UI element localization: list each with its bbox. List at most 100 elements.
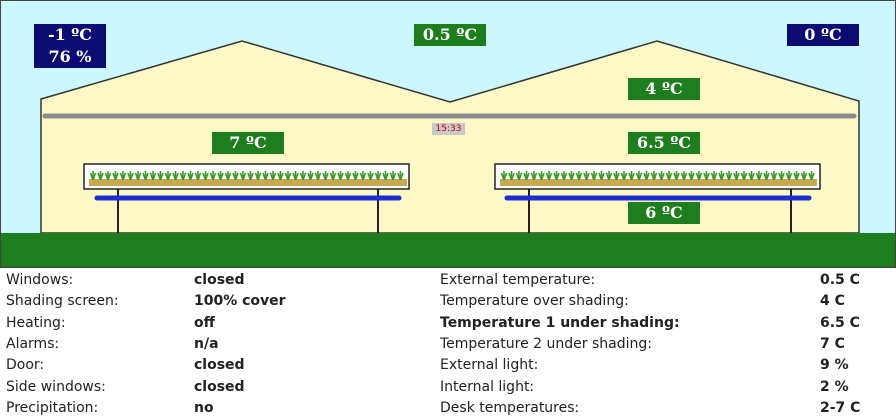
plant bbox=[247, 171, 254, 181]
plant bbox=[179, 171, 187, 181]
status-label: Temperature 2 under shading: bbox=[440, 335, 652, 352]
plant bbox=[808, 171, 815, 181]
left-bench-plants bbox=[89, 171, 404, 181]
plant bbox=[299, 171, 307, 181]
plant bbox=[269, 171, 277, 181]
plant bbox=[598, 171, 605, 181]
right-bench-plants bbox=[500, 171, 815, 181]
external-temp-label: 0.5 ºC bbox=[414, 24, 486, 46]
plant bbox=[733, 171, 740, 181]
plant bbox=[763, 171, 770, 181]
status-value: 2 % bbox=[820, 378, 849, 395]
plant bbox=[389, 171, 397, 181]
plant bbox=[568, 171, 575, 181]
status-label: Heating: bbox=[6, 314, 66, 331]
plant bbox=[740, 171, 748, 181]
clock: 15:33 bbox=[432, 123, 465, 135]
plant bbox=[97, 171, 104, 181]
plant bbox=[560, 171, 568, 181]
outside-left-readout: -1 ºC 76 % bbox=[34, 24, 106, 68]
plant bbox=[575, 171, 583, 181]
plant bbox=[553, 171, 560, 181]
plant bbox=[635, 171, 643, 181]
right-bench-soil bbox=[500, 179, 817, 186]
plant bbox=[500, 171, 508, 181]
plant bbox=[538, 171, 545, 181]
plant bbox=[142, 171, 149, 181]
outside-left-temp: -1 ºC bbox=[47, 25, 93, 44]
plant bbox=[710, 171, 718, 181]
plant bbox=[650, 171, 658, 181]
plant bbox=[374, 171, 382, 181]
plant bbox=[800, 171, 808, 181]
plant bbox=[314, 171, 322, 181]
plant bbox=[755, 171, 763, 181]
status-label: Shading screen: bbox=[6, 293, 119, 310]
status-value: 4 C bbox=[820, 293, 845, 310]
plant bbox=[785, 171, 793, 181]
status-label: Alarms: bbox=[6, 335, 60, 352]
plant bbox=[523, 171, 530, 181]
plant bbox=[748, 171, 755, 181]
plant bbox=[352, 171, 359, 181]
status-value: closed bbox=[194, 378, 245, 395]
status-label: Side windows: bbox=[6, 378, 106, 395]
plant bbox=[322, 171, 329, 181]
plant bbox=[89, 171, 97, 181]
plant bbox=[695, 171, 703, 181]
desk-temp: 6 ºC bbox=[628, 202, 700, 224]
plant bbox=[359, 171, 367, 181]
plant bbox=[583, 171, 590, 181]
left-bench-soil bbox=[89, 179, 407, 186]
plant bbox=[292, 171, 299, 181]
status-value: no bbox=[194, 399, 214, 416]
plant bbox=[703, 171, 710, 181]
plant bbox=[277, 171, 284, 181]
plant bbox=[367, 171, 374, 181]
ground bbox=[1, 233, 895, 267]
status-value: 0.5 C bbox=[820, 272, 860, 288]
status-label: Temperature over shading: bbox=[440, 293, 629, 310]
plant bbox=[254, 171, 262, 181]
plant bbox=[239, 171, 247, 181]
status-value: closed bbox=[194, 272, 245, 288]
status-label: Desk temperatures: bbox=[440, 399, 580, 416]
plant bbox=[643, 171, 650, 181]
plant bbox=[134, 171, 142, 181]
plant bbox=[187, 171, 194, 181]
plant bbox=[665, 171, 673, 181]
plant bbox=[515, 171, 523, 181]
greenhouse-scene: -1 ºC 76 % 0.5 ºC 0 ºC 4 ºC 15:33 7 ºC 6… bbox=[0, 0, 896, 268]
outside-humidity: 76 % bbox=[48, 47, 92, 66]
plant bbox=[605, 171, 613, 181]
plant bbox=[284, 171, 292, 181]
status-label: Temperature 1 under shading: bbox=[440, 314, 680, 331]
plant bbox=[172, 171, 179, 181]
status-label: Door: bbox=[6, 357, 45, 374]
plant bbox=[530, 171, 538, 181]
plant bbox=[164, 171, 172, 181]
plant bbox=[232, 171, 239, 181]
plant bbox=[673, 171, 680, 181]
plant bbox=[344, 171, 352, 181]
plant bbox=[508, 171, 515, 181]
plant bbox=[397, 171, 404, 181]
plant bbox=[778, 171, 785, 181]
status-label: Precipitation: bbox=[6, 399, 99, 416]
plant bbox=[119, 171, 127, 181]
plant bbox=[620, 171, 628, 181]
status-label: External temperature: bbox=[440, 272, 596, 288]
right-bay-temp: 6.5 ºC bbox=[628, 132, 700, 154]
plant bbox=[337, 171, 344, 181]
plant bbox=[793, 171, 800, 181]
plant bbox=[157, 171, 164, 181]
status-value: 7 C bbox=[820, 335, 845, 352]
plant bbox=[658, 171, 665, 181]
outside-right-temp: 0 ºC bbox=[787, 24, 859, 46]
status-value: 6.5 C bbox=[820, 314, 860, 331]
over-shading-temp: 4 ºC bbox=[628, 78, 700, 100]
plant bbox=[382, 171, 389, 181]
left-bay-temp: 7 ºC bbox=[212, 132, 284, 154]
status-value: 9 % bbox=[820, 357, 849, 374]
status-value: 2-7 C bbox=[820, 399, 861, 416]
